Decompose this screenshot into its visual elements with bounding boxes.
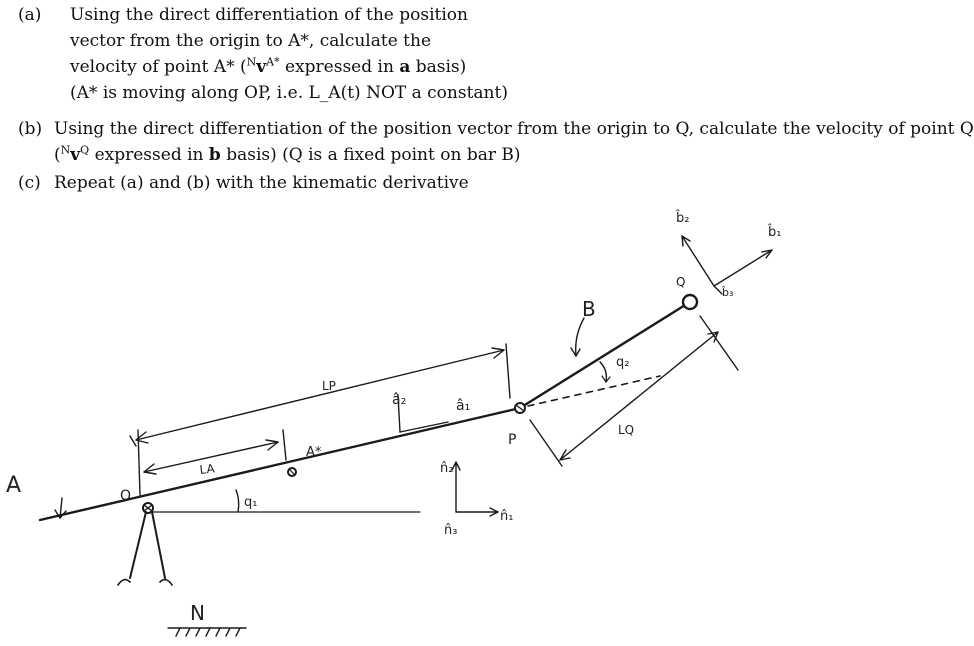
label-n3-hat: n̂₃	[444, 523, 457, 538]
question-a: (a) Using the direct differentiation of …	[18, 2, 538, 106]
lq-extension-left	[529, 419, 563, 467]
b-label-arrow	[574, 317, 585, 357]
label-n1-hat: n̂₁	[500, 509, 513, 524]
lp-dimension	[135, 349, 505, 441]
lq-dimension	[559, 331, 719, 461]
label-body-b: B	[582, 297, 596, 321]
label-point-p: P	[508, 432, 516, 448]
question-b-line1: Using the direct differentiation of the …	[54, 119, 974, 139]
label-b3-hat: b̂₃	[721, 286, 733, 299]
question-b-line2: (NvQ expressed in b basis) (Q is a fixed…	[54, 143, 521, 165]
la-extension-right	[282, 429, 287, 461]
label-a-star: A*	[306, 445, 322, 460]
label-ground-n: N	[190, 601, 205, 625]
bar-a-extension-dashed	[527, 375, 661, 407]
question-a-tag: (a)	[18, 5, 42, 25]
label-point-q: Q	[676, 275, 685, 289]
b1-vector	[713, 249, 773, 287]
label-lp: LP	[322, 379, 336, 393]
bar-a	[38, 406, 522, 522]
q1-angle-arc	[235, 489, 240, 513]
label-q2: q₂	[616, 355, 629, 370]
bar-b	[518, 300, 692, 410]
a1-vector	[399, 421, 449, 433]
b3-vector-mark	[713, 285, 723, 295]
label-a1-hat: â₁	[456, 398, 470, 414]
label-b2-hat: b̂₂	[675, 211, 689, 226]
point-q	[681, 293, 699, 311]
a-label-arrow	[59, 497, 63, 519]
label-la: LA	[199, 461, 216, 477]
question-a-line1: Using the direct differentiation of the …	[70, 5, 468, 25]
label-q1: q₁	[244, 495, 257, 510]
label-lq: LQ	[618, 423, 634, 437]
q2-angle-arc	[599, 361, 608, 383]
label-n2-hat: n̂₂	[440, 461, 453, 476]
label-body-a: A	[6, 473, 21, 498]
lq-extension-right	[699, 315, 739, 371]
lp-extension-left	[129, 435, 137, 447]
question-a-line2: vector from the origin to A*, calculate …	[70, 31, 432, 51]
b2-vector	[681, 235, 715, 287]
question-b: (b) Using the direct differentiation of …	[18, 116, 974, 168]
a2-vector	[397, 394, 401, 433]
question-c: (c) Repeat (a) and (b) with the kinemati…	[18, 170, 538, 196]
lp-extension-right	[505, 343, 511, 399]
question-b-tag: (b)	[18, 119, 43, 139]
question-c-line1: Repeat (a) and (b) with the kinematic de…	[54, 173, 469, 193]
label-origin-o: O	[120, 488, 131, 504]
label-b1-hat: b̂₁	[767, 225, 781, 240]
question-a-line3: velocity of point A* (NvA* expressed in …	[70, 55, 467, 77]
support-left-leg	[129, 511, 147, 579]
question-c-tag: (c)	[18, 173, 41, 193]
question-a-line4: (A* is moving along OP, i.e. L_A(t) NOT …	[70, 83, 508, 103]
label-a2-hat: â₂	[392, 392, 406, 408]
support-right-leg	[151, 511, 166, 579]
la-dimension	[143, 441, 279, 473]
